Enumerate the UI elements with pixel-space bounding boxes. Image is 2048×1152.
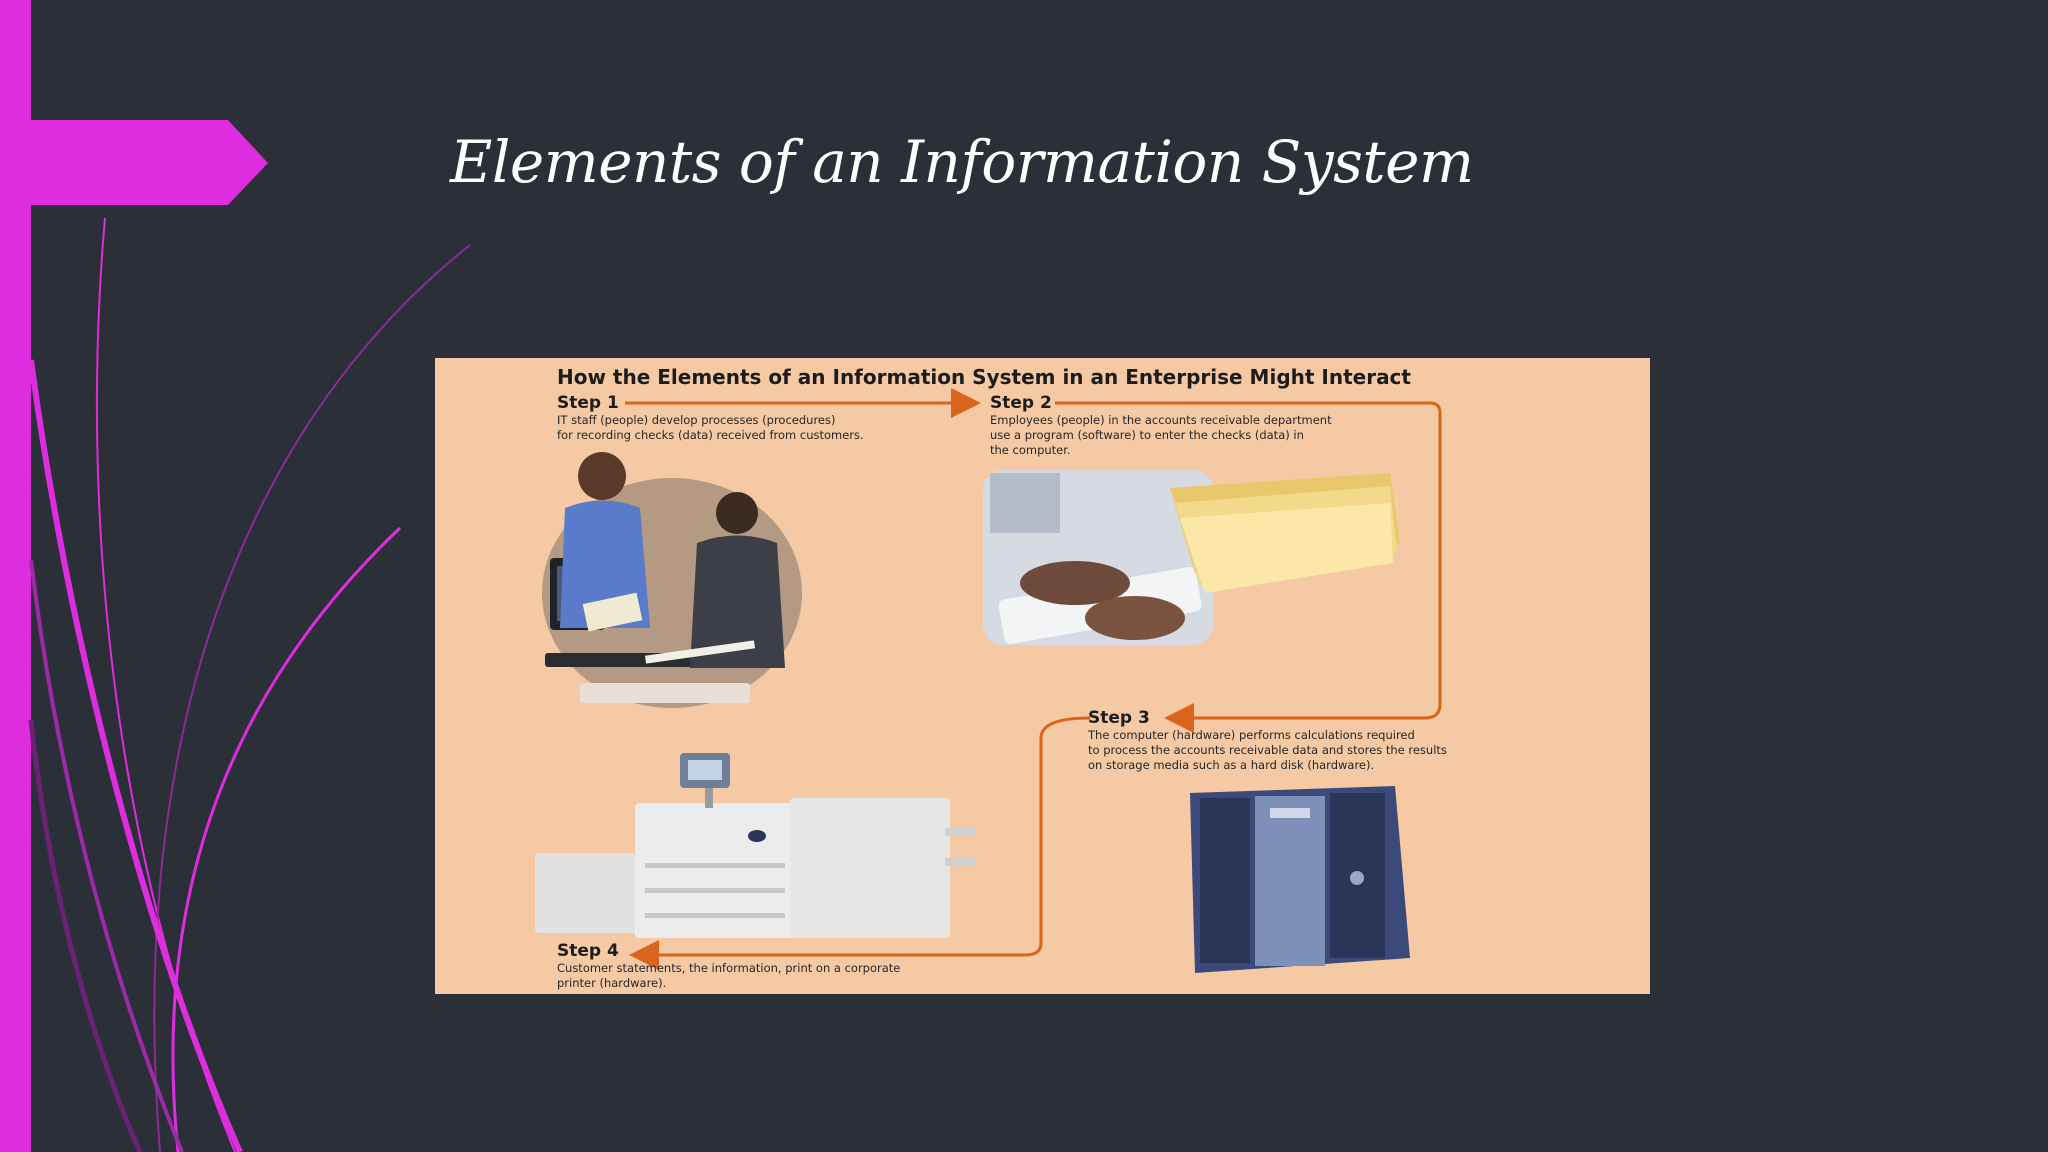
step-4-label: Step 4 (557, 941, 619, 961)
left-accent-bar (0, 0, 31, 1152)
people-at-computer-photo (542, 452, 802, 708)
decorative-curve (95, 217, 236, 1152)
server-computer-photo (1190, 786, 1410, 973)
arrow-step2-to-step3 (1055, 401, 1442, 733)
decorative-curve (171, 526, 402, 1152)
figure-graphics (535, 388, 1442, 973)
information-system-figure: How the Elements of an Information Syste… (435, 358, 1650, 994)
title-arrow-banner (31, 120, 268, 205)
step-2-label: Step 2 (990, 393, 1052, 413)
decorative-curve (153, 244, 471, 1152)
typing-and-checks-photo (983, 470, 1400, 645)
figure-title: How the Elements of an Information Syste… (557, 365, 1411, 389)
step-3-description: The computer (hardware) performs calcula… (1088, 728, 1447, 772)
arrow-step3-to-step4 (629, 716, 1091, 970)
step-3-label: Step 3 (1088, 708, 1150, 728)
step-4-description: Customer statements, the information, pr… (557, 961, 901, 990)
step-1-description: IT staff (people) develop processes (pro… (557, 413, 864, 442)
decorative-curve (29, 559, 184, 1152)
step-2-description: Employees (people) in the accounts recei… (990, 413, 1332, 457)
corporate-printer-photo (535, 753, 975, 938)
decorative-curve (28, 719, 143, 1152)
step-1-label: Step 1 (557, 393, 619, 413)
decorative-curve (28, 359, 243, 1152)
slide-title: Elements of an Information System (450, 128, 1474, 196)
